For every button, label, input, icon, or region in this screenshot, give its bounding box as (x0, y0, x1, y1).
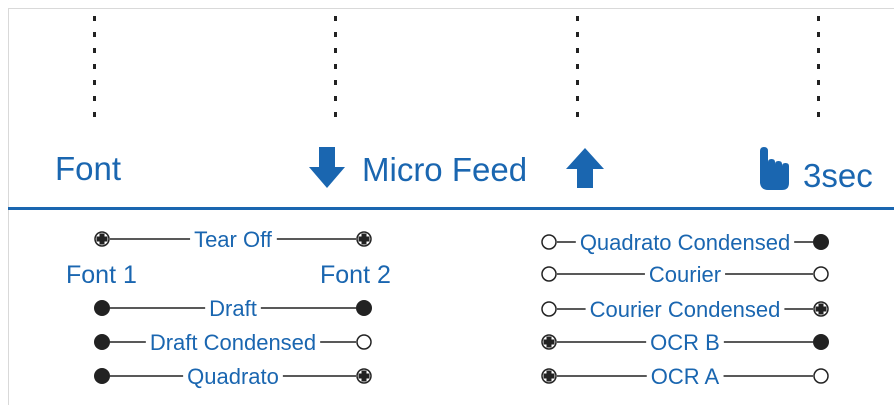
dot-segment (93, 48, 96, 53)
frame-top-border (8, 8, 894, 9)
left-row-2-label: Draft Condensed (150, 330, 316, 355)
right-row-2-right-indicator-open-dot (813, 301, 829, 317)
dot-segment (817, 48, 820, 53)
dot-segment (817, 32, 820, 37)
dot-segment (334, 64, 337, 69)
dot-segment (817, 96, 820, 101)
dot-segment (576, 80, 579, 85)
arrow-down-icon (309, 147, 345, 188)
font-label: Font (55, 150, 122, 187)
right-row-3-left-indicator-open-dot (541, 334, 557, 350)
left-row-2-left-indicator-filled (94, 334, 110, 350)
left-row-1-right-indicator-filled (356, 300, 372, 316)
dot-segment (576, 32, 579, 37)
dotted-guide-hold (817, 16, 820, 124)
dot-segment (334, 80, 337, 85)
dot-segment (334, 16, 337, 21)
dot-segment (93, 96, 96, 101)
left-row-1-label: Draft (209, 296, 257, 321)
dot-segment (334, 48, 337, 53)
dot-segment (576, 48, 579, 53)
dot-segment (93, 112, 96, 117)
right-row-3-right-indicator-filled (813, 334, 829, 350)
right-row-4-right-indicator-off (813, 368, 829, 384)
section-divider (8, 207, 894, 210)
left-row-2-right-indicator-off (356, 334, 372, 350)
dot-segment (93, 32, 96, 37)
left-row-1-left-indicator-filled (94, 300, 110, 316)
left-row-3-label: Quadrato (187, 364, 279, 389)
left-row-0-right-indicator-open-dot (356, 231, 372, 247)
left-row-0-label: Tear Off (194, 227, 273, 252)
right-row-0-label: Quadrato Condensed (580, 230, 790, 255)
right-row-4-label: OCR A (651, 364, 720, 389)
dot-segment (817, 16, 820, 21)
dotted-guide-font (93, 16, 96, 124)
font2-column-label: Font 2 (320, 261, 391, 289)
dot-segment (576, 64, 579, 69)
dot-segment (334, 112, 337, 117)
left-row-3-right-indicator-open-dot (356, 368, 372, 384)
font1-column-label: Font 1 (66, 261, 137, 289)
micro-feed-label: Micro Feed (362, 151, 528, 188)
dot-segment (817, 80, 820, 85)
dot-segment (576, 96, 579, 101)
pressing-hand-icon (760, 147, 789, 190)
dot-segment (93, 64, 96, 69)
right-row-0-left-indicator-off (541, 234, 557, 250)
dot-segment (93, 16, 96, 21)
right-row-2-left-indicator-off (541, 301, 557, 317)
dot-segment (334, 96, 337, 101)
right-row-1-label: Courier (649, 262, 721, 287)
frame-left-border (8, 8, 9, 405)
dot-segment (576, 112, 579, 117)
dotted-guide-down (334, 16, 337, 124)
arrow-up-icon (566, 148, 604, 188)
right-row-4-left-indicator-open-dot (541, 368, 557, 384)
dot-segment (93, 80, 96, 85)
left-row-3-left-indicator-filled (94, 368, 110, 384)
left-row-0-left-indicator-open-dot (94, 231, 110, 247)
right-row-1-left-indicator-off (541, 266, 557, 282)
dot-segment (576, 16, 579, 21)
dot-segment (817, 64, 820, 69)
right-row-1-right-indicator-off (813, 266, 829, 282)
dot-segment (817, 112, 820, 117)
dotted-guide-up (576, 16, 579, 124)
hold-duration-label: 3sec (803, 157, 873, 194)
dot-segment (334, 32, 337, 37)
right-row-3-label: OCR B (650, 330, 720, 355)
right-row-0-right-indicator-filled (813, 234, 829, 250)
right-row-2-label: Courier Condensed (590, 297, 781, 322)
